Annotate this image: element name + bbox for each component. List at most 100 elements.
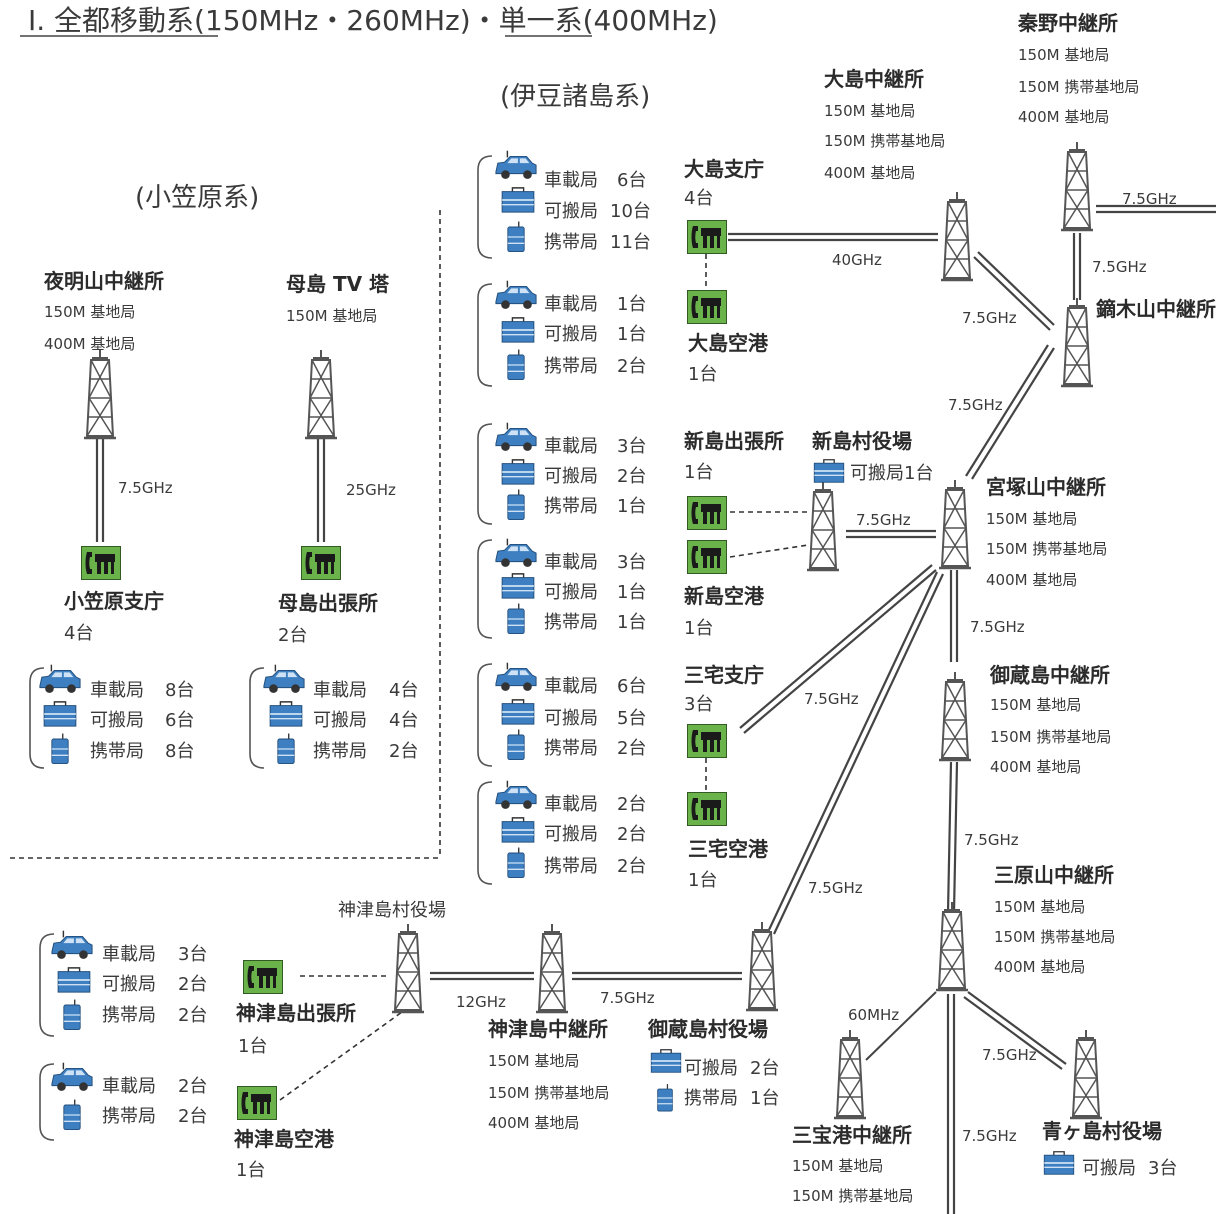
base-station-label: 400M 基地局 (1018, 108, 1109, 126)
equipment-group-oshima-branch: 車載局 6台 可搬局 10台 携帯局 11台 (477, 150, 651, 259)
base-station-label: 150M 基地局 (44, 303, 135, 321)
equipment-type-label: 可搬局 (1082, 1158, 1136, 1179)
radio-tower-icon (934, 902, 970, 992)
equipment-group-kozushima-office: 車載局 3台 可搬局 2台 携帯局 2台 (39, 930, 207, 1037)
portable-unit-icon (501, 458, 535, 486)
equipment-type-label: 携帯局 (102, 1005, 156, 1026)
equipment-type-label: 可搬局 (544, 582, 598, 603)
base-station-label: 150M 携帯基地局 (824, 132, 945, 150)
page-title: Ⅰ. 全都移動系(150MHz・260MHz)・単一系(400MHz) (28, 4, 718, 37)
equipment-group-miyake-branch: 車載局 6台 可搬局 5台 携帯局 2台 (477, 662, 646, 767)
equipment-type-label: 可搬局 (313, 710, 367, 731)
portable-unit-icon (650, 1048, 682, 1074)
base-station-label: 150M 携帯基地局 (488, 1084, 609, 1102)
station-count: 1台 (236, 1160, 265, 1181)
portable-unit-icon (57, 966, 91, 994)
equipment-type-label: 可搬局 (684, 1058, 738, 1079)
vehicle-icon (39, 664, 81, 694)
link-lines (95, 204, 1216, 1214)
base-station-label: 150M 基地局 (1018, 46, 1109, 64)
station-name: 新島空港 (684, 584, 765, 608)
radio-tower-icon (82, 350, 118, 440)
equipment-count: 2台 (178, 1076, 207, 1097)
link-line (971, 347, 1055, 480)
station-name: 神津島村役場 (338, 900, 446, 921)
portable-unit-icon (501, 816, 535, 844)
link-freq-label: 60MHz (848, 1006, 899, 1024)
group-bracket (39, 1063, 55, 1141)
station-count: 1台 (238, 1036, 267, 1057)
equipment-count: 2台 (617, 356, 646, 377)
equipment-type-label: 車載局 (544, 170, 598, 191)
portable-unit-icon (501, 572, 535, 600)
link-freq-label: 7.5GHz (118, 479, 173, 497)
equipment-count: 6台 (617, 170, 646, 191)
dashed-link (729, 544, 809, 558)
vehicle-icon (495, 538, 537, 568)
handheld-radio-icon (277, 732, 295, 765)
group-bracket (39, 933, 55, 1037)
station-name: 新島村役場 (812, 429, 912, 453)
equipment-type-label: 車載局 (544, 552, 598, 573)
link-line (965, 344, 1049, 477)
link-freq-label: 12GHz (456, 993, 506, 1011)
handheld-radio-icon (507, 348, 525, 381)
equipment-group-kozushima-airport: 車載局 2台 携帯局 2台 (39, 1062, 207, 1141)
handheld-radio-icon (507, 488, 525, 521)
equipment-type-label: 車載局 (544, 794, 598, 815)
equipment-group-niijima-airport: 車載局 3台 可搬局 1台 携帯局 1台 (477, 538, 646, 639)
portable-unit-icon (269, 700, 303, 728)
link-line (967, 991, 1067, 1065)
group-bracket (477, 781, 493, 885)
equipment-group-niijima-office: 車載局 3台 可搬局 2台 携帯局 1台 (477, 422, 646, 525)
handheld-radio-icon (63, 998, 81, 1031)
equipment-type-label: 携帯局 (544, 856, 598, 877)
equipment-type-label: 可搬局 (544, 824, 598, 845)
link-line (739, 564, 933, 729)
equipment-type-label: 車載局 (90, 680, 144, 701)
vehicle-icon (51, 930, 93, 960)
base-station-label: 150M 携帯基地局 (792, 1187, 913, 1205)
link-line (946, 761, 953, 913)
base-station-label: 150M 携帯基地局 (986, 540, 1107, 558)
equipment-type-label: 車載局 (544, 294, 598, 315)
radio-tower-icon (1059, 142, 1095, 232)
base-station-label: 150M 携帯基地局 (1018, 78, 1139, 96)
link-freq-label: 7.5GHz (1092, 258, 1147, 276)
equipment-type-label: 可搬局 (544, 324, 598, 345)
equipment-count: 2台 (617, 466, 646, 487)
equipment-type-label: 車載局 (313, 680, 367, 701)
equipment-count: 2台 (617, 738, 646, 759)
equipment-summary: 可搬局1台 (850, 463, 933, 484)
relay-station-name: 三原山中継所 (994, 863, 1114, 887)
equipment-count: 1台 (617, 324, 646, 345)
equipment-type-label: 携帯局 (684, 1088, 738, 1109)
link-freq-label: 7.5GHz (962, 1127, 1017, 1145)
relay-station-name: 大島中継所 (824, 67, 924, 91)
base-station-label: 400M 基地局 (990, 758, 1081, 776)
radio-station-icon (686, 290, 728, 324)
station-count: 1台 (684, 462, 713, 483)
equipment-count: 1台 (617, 582, 646, 603)
station-count: 4台 (64, 623, 93, 644)
relay-station-name: 三宝港中継所 (792, 1123, 912, 1147)
group-bracket (29, 667, 45, 769)
vehicle-icon (51, 1062, 93, 1092)
equipment-count: 2台 (617, 856, 646, 877)
base-station-label: 150M 基地局 (994, 898, 1085, 916)
vehicle-icon (495, 780, 537, 810)
portable-unit-icon (501, 186, 535, 214)
dashed-link (279, 1011, 403, 1101)
region-label-ogasawara: (小笠原系) (135, 183, 259, 213)
handheld-radio-icon (507, 602, 525, 635)
base-station-label: 150M 基地局 (286, 307, 377, 325)
equipment-type-label: 携帯局 (90, 741, 144, 762)
equipment-count: 5台 (617, 708, 646, 729)
handheld-radio-icon (656, 1083, 674, 1112)
radio-tower-icon (937, 672, 973, 762)
base-station-label: 400M 基地局 (488, 1114, 579, 1132)
equipment-type-label: 携帯局 (544, 356, 598, 377)
equipment-count: 2台 (389, 741, 418, 762)
relay-station-name: 鏑木山中継所 (1096, 297, 1216, 321)
equipment-type-label: 携帯局 (544, 232, 598, 253)
